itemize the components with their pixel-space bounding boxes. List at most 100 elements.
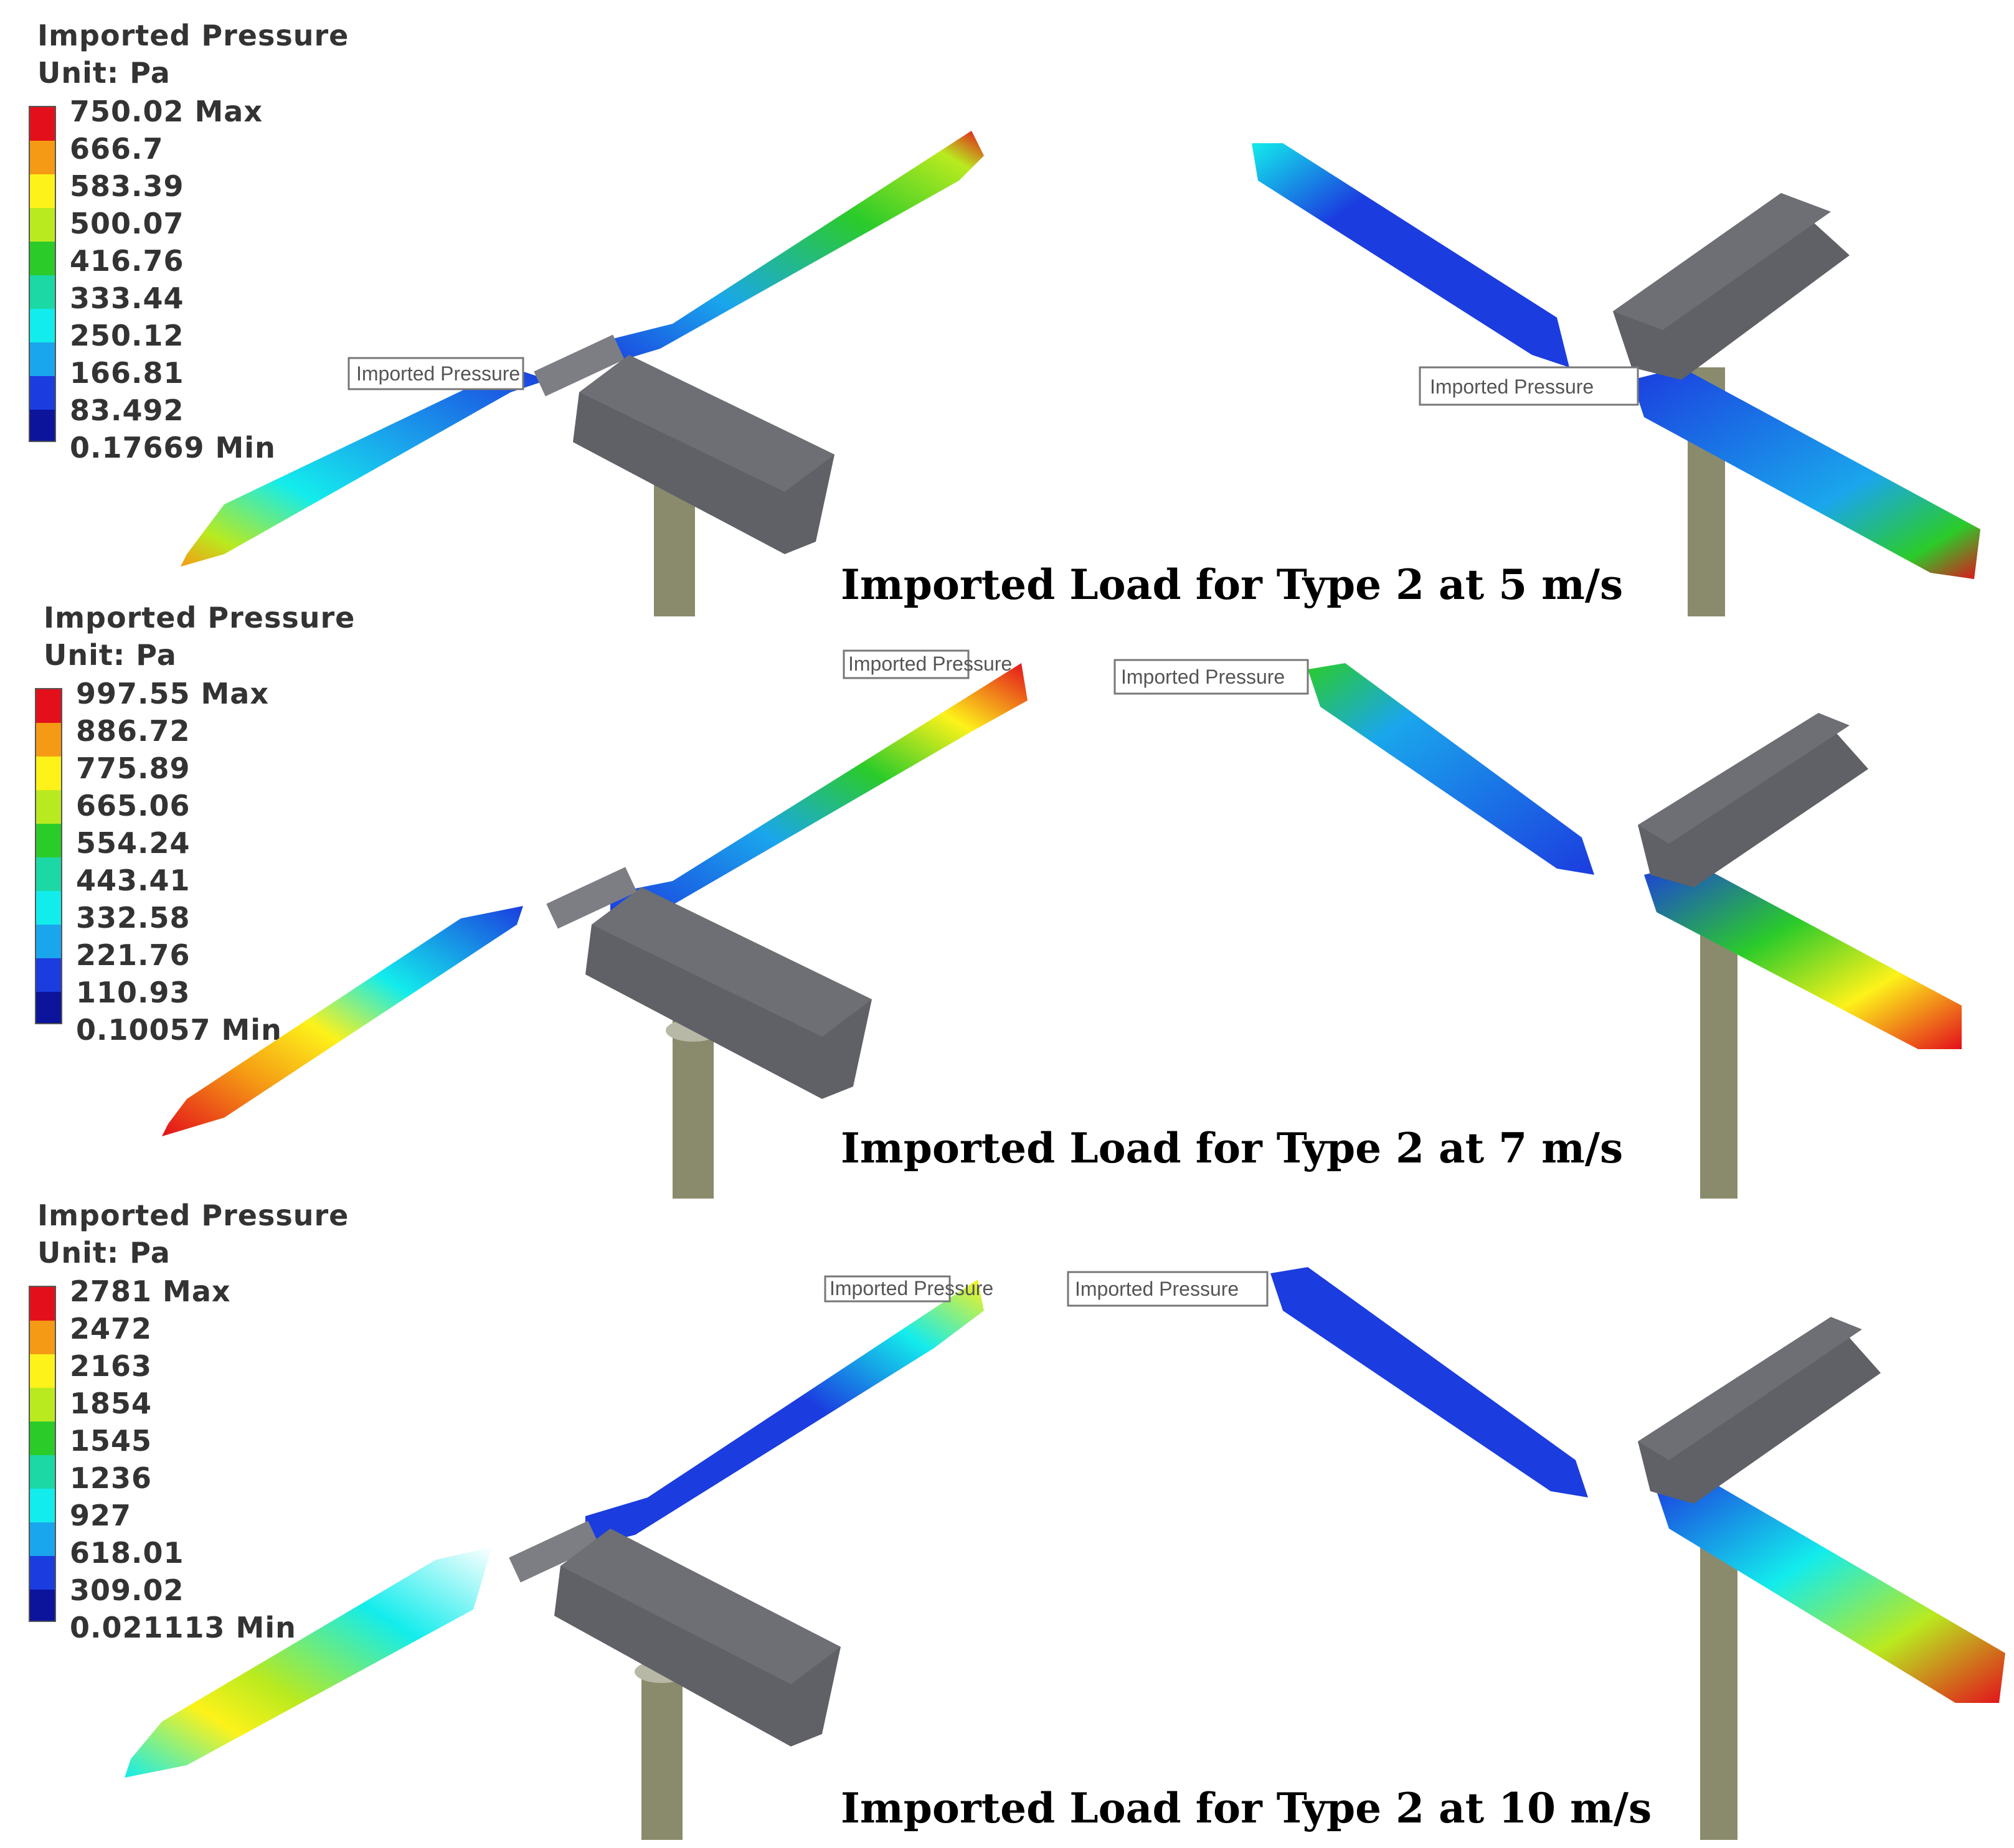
swatch-7 — [30, 342, 55, 376]
panel-caption: Imported Load for Type 2 at 7 m/s — [841, 1124, 1624, 1172]
nacelle-top — [1613, 193, 1831, 330]
swatch-3 — [30, 208, 55, 242]
swatch-5 — [30, 275, 55, 309]
legend-label: 886.72 — [76, 714, 191, 748]
swatch-5 — [36, 857, 61, 891]
blade — [1308, 663, 1594, 875]
blade — [1644, 862, 1962, 1049]
legend-label: 618.01 — [70, 1536, 184, 1570]
legend-label: 997.55 Max — [76, 677, 270, 710]
panel-7ms: Imported Pressure Unit: Pa 997.55 Max 88… — [0, 601, 2014, 1199]
swatch-9 — [30, 1590, 55, 1621]
legend-unit: Unit: Pa — [44, 638, 177, 672]
swatch-9 — [36, 992, 61, 1023]
legend-label: 2163 — [70, 1349, 153, 1383]
legend-label: 665.06 — [76, 789, 191, 823]
swatch-7 — [36, 925, 61, 958]
blade — [125, 1547, 492, 1778]
legend-label: 83.492 — [70, 394, 184, 427]
legend-label: 1545 — [70, 1424, 153, 1458]
swatch-2 — [30, 174, 55, 208]
blade — [162, 906, 523, 1136]
legend-label: 666.7 — [70, 132, 164, 166]
blade — [1632, 367, 1980, 579]
blade — [610, 663, 1028, 918]
swatch-2 — [30, 1354, 55, 1388]
swatch-8 — [30, 1556, 55, 1590]
legend-label: 0.17669 Min — [70, 431, 276, 464]
legend-title: Imported Pressure — [37, 1199, 349, 1232]
svg-text:Imported Pressure: Imported Pressure — [1075, 1278, 1239, 1300]
legend-label: 1236 — [70, 1461, 153, 1495]
legend-label: 250.12 — [70, 319, 184, 352]
hub — [546, 867, 637, 929]
swatch-6 — [36, 891, 61, 925]
color-scale-bar — [35, 688, 62, 1024]
blade — [598, 131, 984, 367]
blade — [1270, 1267, 1588, 1497]
legend-title: Imported Pressure — [44, 601, 356, 634]
swatch-6 — [30, 1489, 55, 1522]
pressure-legend: Imported Pressure Unit: Pa 2781 Max 2472… — [25, 1199, 399, 1672]
swatch-6 — [30, 309, 55, 342]
swatch-4 — [36, 824, 61, 857]
swatch-2 — [36, 757, 61, 790]
turbine-scene: Imported Pressure Imported Pressure — [125, 1267, 2005, 1840]
nacelle-top — [1638, 713, 1850, 844]
swatch-1 — [30, 1321, 55, 1354]
swatch-5 — [30, 1455, 55, 1489]
legend-label: 0.10057 Min — [76, 1013, 282, 1047]
legend-label: 1854 — [70, 1387, 153, 1420]
legend-label: 166.81 — [70, 356, 184, 390]
imported-pressure-tag: Imported Pressure — [1113, 659, 1309, 695]
legend-title: Imported Pressure — [37, 19, 349, 52]
swatch-0 — [36, 689, 61, 723]
legend-label: 333.44 — [70, 281, 184, 315]
legend-label: 221.76 — [76, 938, 191, 972]
color-scale-bar — [29, 1286, 56, 1622]
swatch-9 — [30, 410, 55, 441]
svg-text:Imported Pressure: Imported Pressure — [830, 1277, 993, 1299]
legend-unit: Unit: Pa — [37, 56, 171, 90]
pressure-legend: Imported Pressure Unit: Pa 750.02 Max 66… — [25, 19, 399, 492]
nacelle-top — [579, 355, 834, 492]
nacelle-top — [1638, 1317, 1862, 1460]
svg-text:Imported Pressure: Imported Pressure — [356, 362, 520, 385]
turbine-scene: Imported Pressure Imported Pressure — [181, 131, 1980, 616]
blade — [181, 367, 548, 567]
legend-label: 443.41 — [76, 864, 191, 897]
color-scale-bar — [29, 106, 56, 442]
legend-unit: Unit: Pa — [37, 1236, 171, 1270]
swatch-1 — [30, 141, 55, 174]
imported-pressure-tag: Imported Pressure — [824, 1275, 993, 1303]
swatch-0 — [30, 1287, 55, 1321]
svg-text:Imported Pressure: Imported Pressure — [1121, 666, 1285, 688]
imported-pressure-tag: Imported Pressure — [347, 357, 524, 390]
swatch-8 — [36, 958, 61, 992]
panel-10ms: Imported Pressure Unit: Pa 2781 Max 2472… — [0, 1199, 2014, 1846]
hub — [534, 334, 625, 397]
swatch-4 — [30, 1421, 55, 1455]
swatch-3 — [30, 1388, 55, 1421]
blade — [1252, 143, 1569, 367]
legend-label: 2781 Max — [70, 1275, 231, 1308]
swatch-0 — [30, 107, 55, 141]
svg-text:Imported Pressure: Imported Pressure — [848, 653, 1012, 675]
legend-label: 583.39 — [70, 169, 184, 203]
svg-text:Imported Pressure: Imported Pressure — [1430, 375, 1594, 398]
legend-label: 927 — [70, 1499, 132, 1532]
panel-5ms: Imported Pressure Unit: Pa 750.02 Max 66… — [0, 19, 2014, 616]
blade — [1657, 1479, 2005, 1703]
turbine-scene: Imported Pressure Imported Pressure — [162, 649, 1962, 1199]
swatch-7 — [30, 1522, 55, 1556]
blade — [585, 1280, 984, 1547]
legend-label: 750.02 Max — [70, 95, 263, 128]
legend-label: 110.93 — [76, 976, 191, 1009]
nacelle — [1638, 713, 1868, 887]
legend-label: 332.58 — [76, 901, 191, 935]
tower — [1700, 1522, 1737, 1840]
imported-pressure-tag: Imported Pressure — [1419, 366, 1639, 406]
swatch-4 — [30, 242, 55, 275]
panel-caption: Imported Load for Type 2 at 5 m/s — [841, 560, 1624, 609]
swatch-8 — [30, 376, 55, 410]
